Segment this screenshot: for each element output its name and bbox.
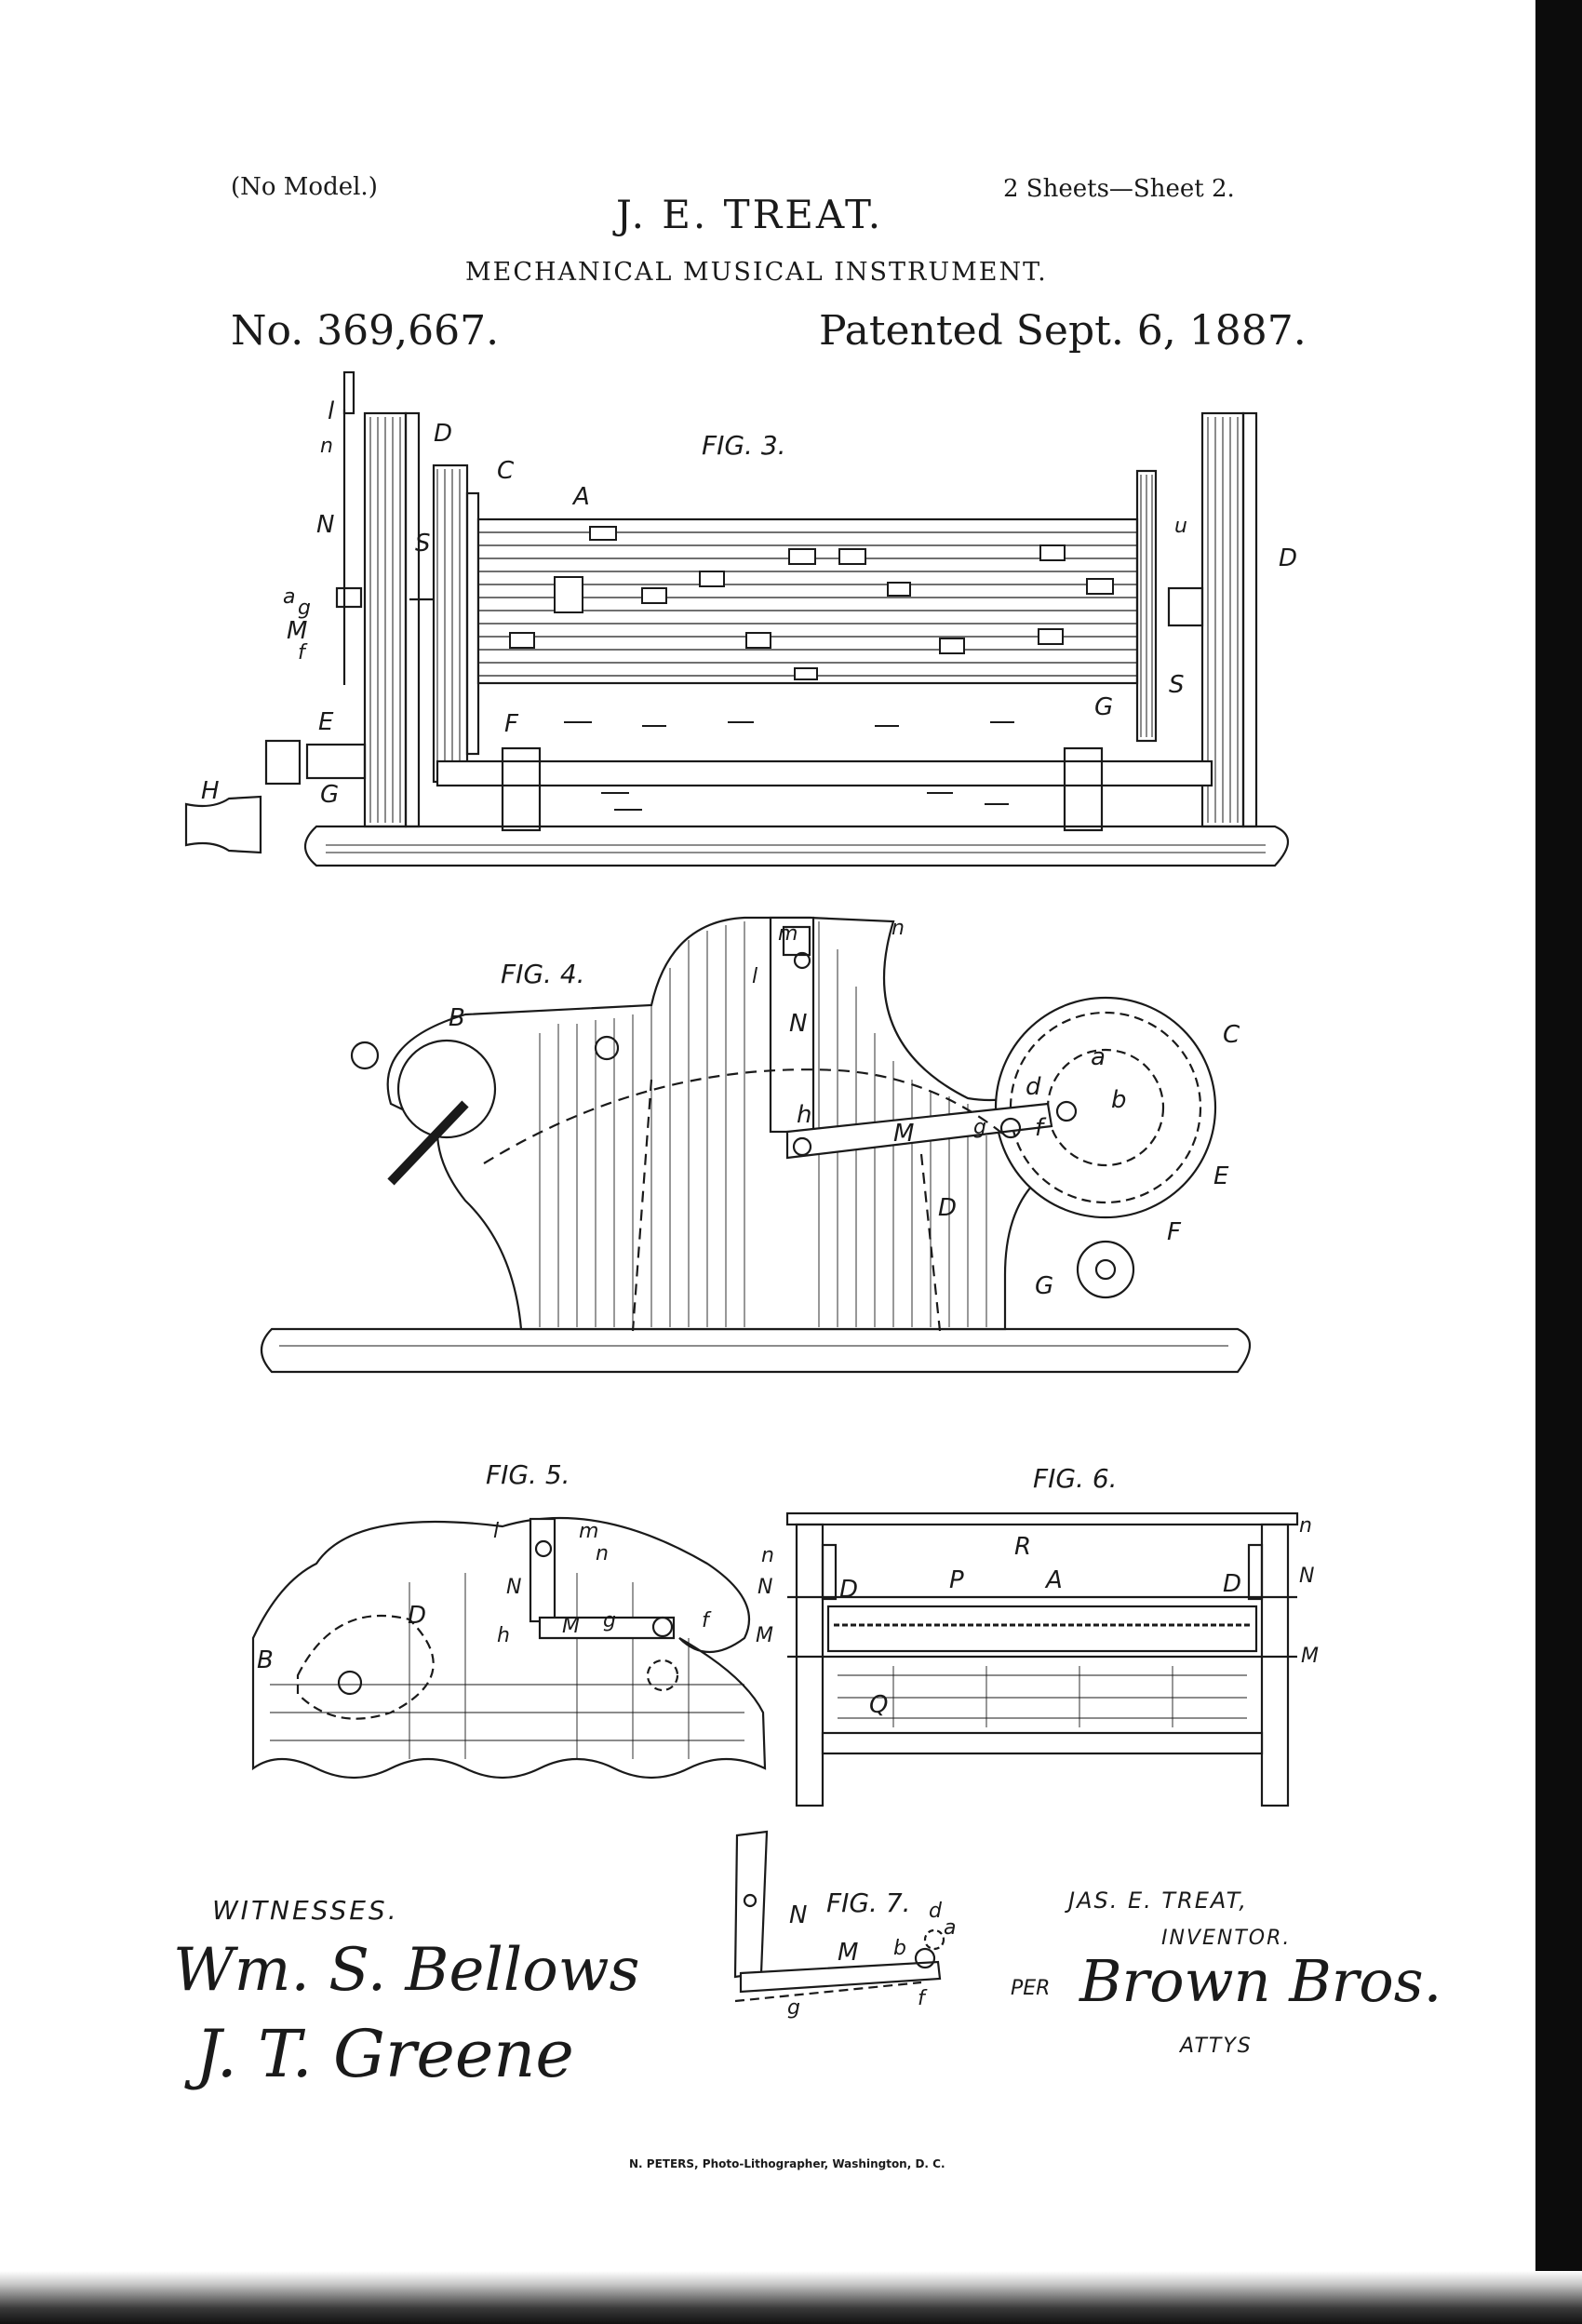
fig3-label-f: f [298, 641, 308, 665]
inventor-name: JAS. E. TREAT, [1068, 1887, 1249, 1914]
fig4-label-l: l [752, 965, 757, 988]
fig6-caption: FIG. 6. [1033, 1463, 1118, 1494]
fig5-caption: FIG. 5. [486, 1459, 570, 1490]
fig5-label-M: M [562, 1615, 580, 1638]
fig4-label-N: N [789, 1010, 807, 1038]
fig4-caption: FIG. 4. [501, 959, 585, 989]
fig3-label-l: l [328, 397, 335, 425]
fig5-label-B: B [257, 1646, 274, 1674]
witness-signature-2: J. T. Greene [195, 2016, 574, 2092]
scan-edge-right [1535, 0, 1582, 2324]
fig3-label-G: G [320, 781, 339, 809]
inventor-heading: J. E. TREAT. [616, 192, 884, 237]
fig6-label-N: N [757, 1576, 772, 1599]
fig5-label-h: h [497, 1624, 510, 1647]
fig3-label-g: g [298, 597, 311, 620]
fig6-label-Q: Q [869, 1691, 888, 1719]
fig4-label-M: M [893, 1120, 914, 1148]
fig3-label-N: N [316, 511, 334, 539]
fig4-label-a: a [1091, 1043, 1106, 1071]
fig6-label-N-right: N [1299, 1565, 1314, 1588]
patent-number: No. 369,667. [231, 307, 500, 355]
fig4-label-n: n [892, 917, 905, 940]
lithographer-credit: N. PETERS, Photo-Lithographer, Washingto… [629, 2157, 945, 2170]
inventor-role: INVENTOR. [1161, 1927, 1292, 1950]
fig3-label-D-right: D [1279, 544, 1297, 572]
per-label: PER [1011, 1977, 1051, 2000]
fig3-label-a: a [283, 585, 295, 609]
attorneys-signature: Brown Bros. [1079, 1947, 1442, 2015]
fig6-label-D: D [839, 1576, 858, 1604]
fig4-label-B: B [449, 1004, 465, 1032]
fig3-label-C: C [497, 457, 515, 485]
witness-signature-1: Wm. S. Bellows [173, 1936, 640, 2005]
fig6-label-D-right: D [1223, 1570, 1241, 1598]
sheet-count: 2 Sheets—Sheet 2. [1003, 175, 1235, 203]
fig4-label-G: G [1035, 1272, 1053, 1300]
fig3-label-H: H [201, 777, 220, 805]
fig6-label-P: P [949, 1566, 964, 1594]
patent-date: Patented Sept. 6, 1887. [819, 307, 1307, 355]
fig3-label-E: E [318, 708, 334, 736]
fig3-caption: FIG. 3. [702, 430, 786, 461]
fig7-label-N: N [789, 1901, 807, 1929]
fig3-label-G-right: G [1094, 693, 1113, 721]
fig3-label-F: F [504, 710, 519, 738]
fig7-label-b: b [893, 1937, 906, 1960]
fig5-label-N: N [506, 1576, 521, 1599]
fig5-label-g: g [603, 1609, 616, 1632]
fig7-label-d: d [929, 1900, 943, 1923]
fig4-label-h: h [797, 1101, 811, 1129]
invention-title: MECHANICAL MUSICAL INSTRUMENT. [465, 258, 1048, 287]
fig4-label-b: b [1111, 1086, 1127, 1114]
fig7-label-M: M [838, 1939, 858, 1967]
model-note: (No Model.) [231, 173, 378, 201]
fig5-label-l: l [493, 1520, 499, 1543]
fig4-label-m: m [778, 922, 798, 946]
fig4-label-d: d [1026, 1073, 1041, 1101]
fig4-label-g: g [973, 1116, 986, 1139]
fig7-label-a: a [944, 1916, 956, 1940]
fig5-label-n: n [596, 1542, 609, 1565]
fig3-label-u: u [1174, 515, 1187, 538]
fig3-label-S-right: S [1169, 671, 1185, 699]
fig6-label-R: R [1014, 1533, 1031, 1561]
fig6-label-n-right: n [1299, 1514, 1312, 1538]
fig4-label-E: E [1213, 1162, 1229, 1190]
fig7-caption: FIG. 7. [826, 1887, 911, 1918]
fig6-label-A: A [1044, 1566, 1063, 1594]
fig7-label-f: f [918, 1987, 928, 2010]
fig3-label-A: A [571, 483, 590, 511]
fig5-label-m: m [579, 1520, 598, 1543]
scan-edge-bottom [0, 2271, 1582, 2324]
fig6-label-M: M [756, 1624, 773, 1647]
fig5-label-D: D [408, 1602, 426, 1630]
fig3-label-M: M [287, 617, 307, 645]
fig4-label-F: F [1167, 1218, 1182, 1246]
witnesses-label: WITNESSES. [212, 1895, 399, 1926]
fig6-label-n: n [761, 1544, 774, 1567]
fig3-label-S: S [415, 530, 431, 557]
fig4-label-C: C [1223, 1021, 1240, 1049]
fig5-label-f: f [702, 1609, 712, 1632]
fig3-label-n: n [320, 435, 333, 458]
attorneys-label: ATTYS [1180, 2035, 1253, 2058]
fig4-label-D: D [938, 1194, 957, 1222]
fig6-label-M-right: M [1301, 1645, 1319, 1668]
fig3-label-D: D [434, 420, 452, 448]
fig7-label-g: g [787, 1996, 800, 2020]
